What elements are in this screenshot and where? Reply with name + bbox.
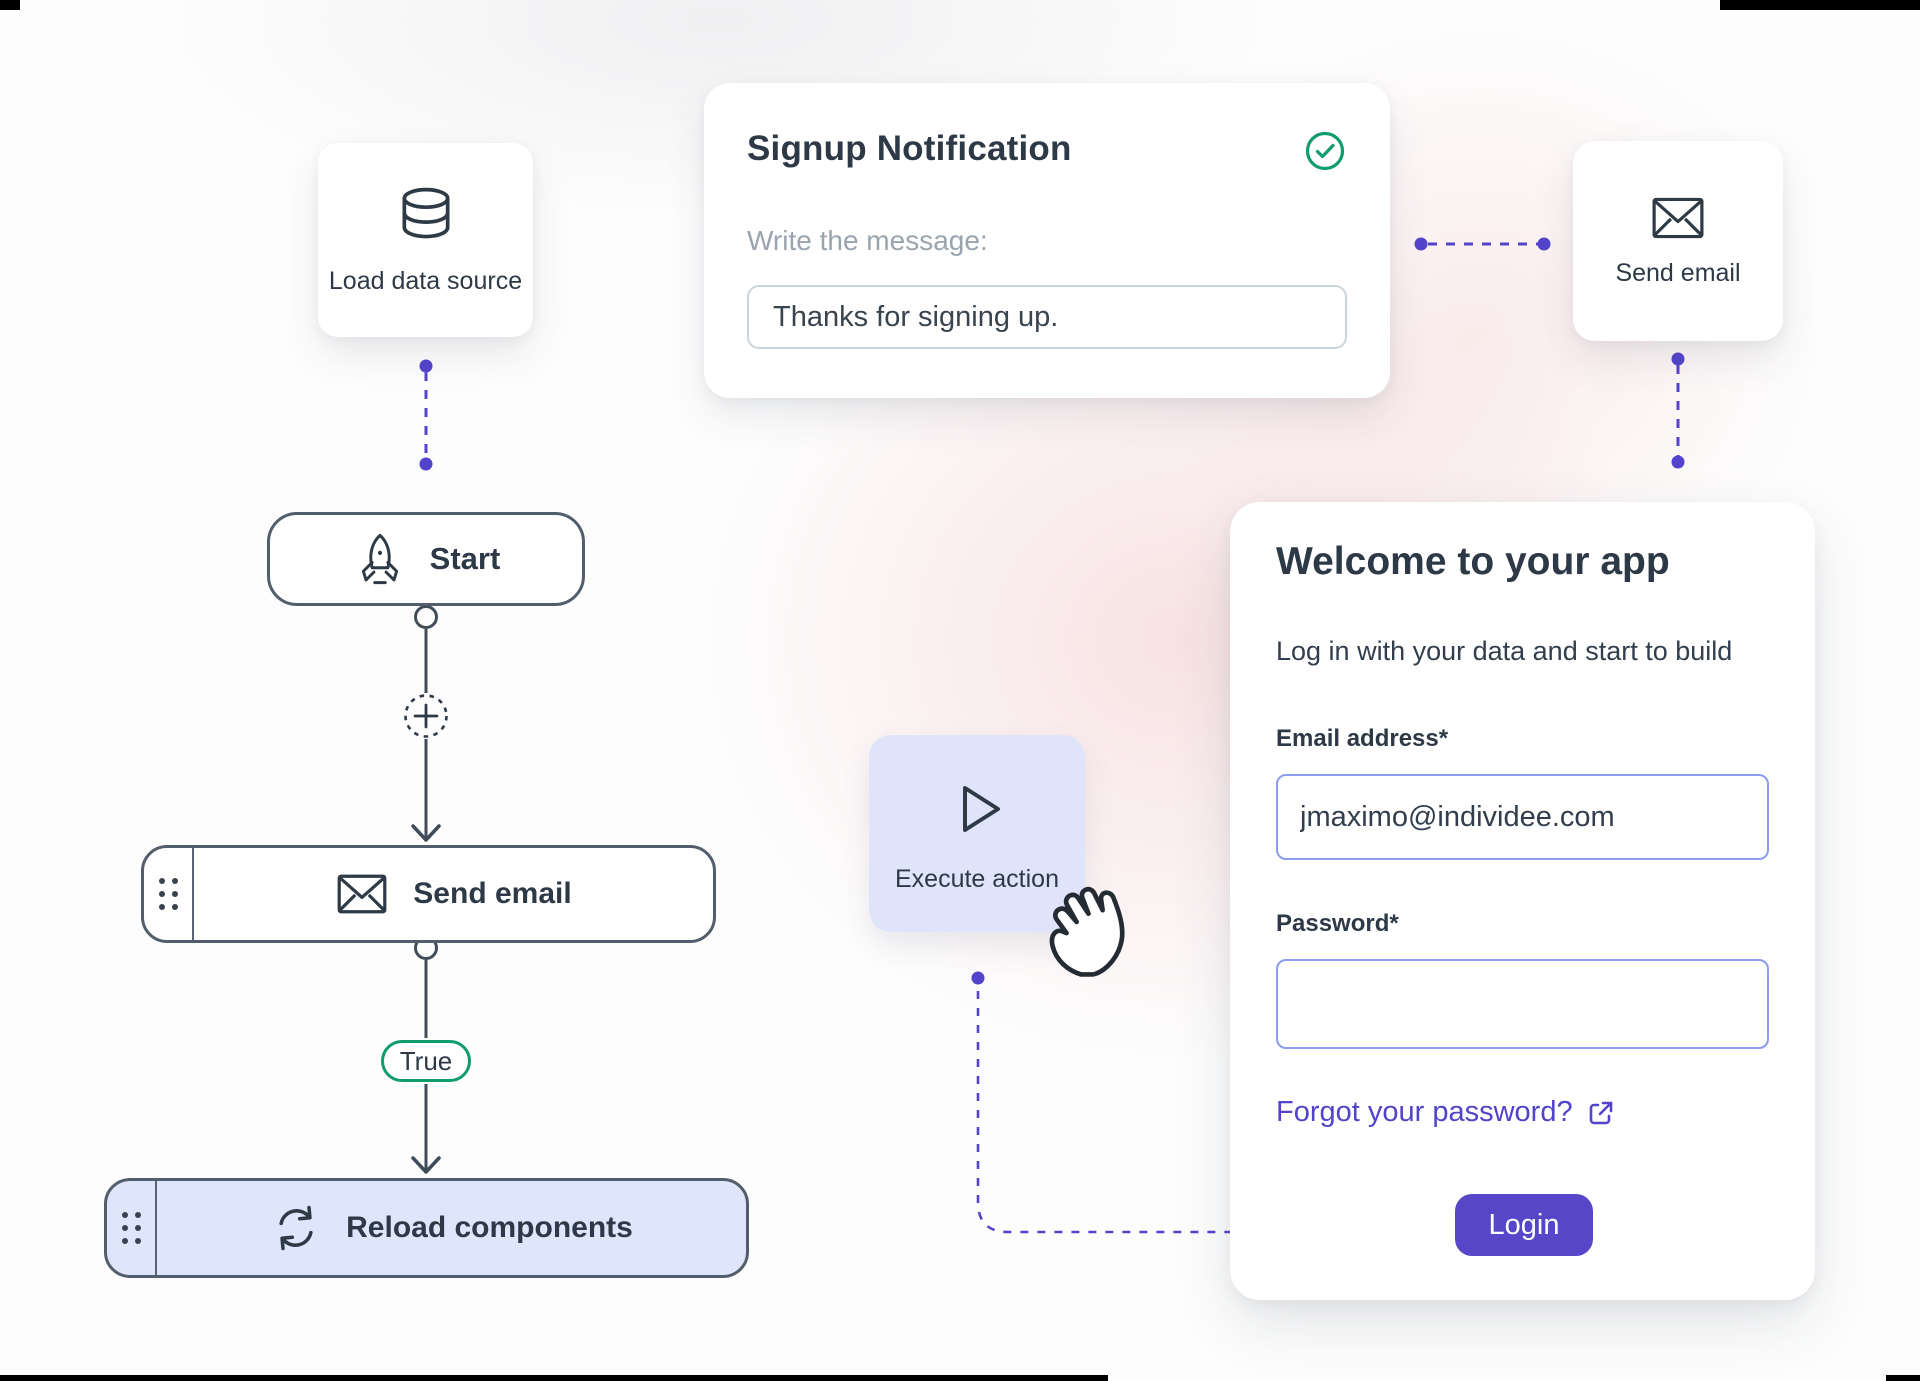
forgot-password-link[interactable]: Forgot your password? [1276,1096,1573,1128]
reload-icon [279,1205,313,1251]
reload-components-label: Reload components [346,1211,633,1244]
drag-handle[interactable] [144,848,194,940]
add-step-button[interactable] [404,694,448,738]
drag-handle-icon [121,1212,141,1244]
password-field[interactable] [1276,959,1769,1049]
envelope-icon [1652,197,1704,238]
login-button[interactable]: Login [1455,1194,1593,1256]
load-data-source-label: Load data source [328,266,523,295]
connector-start-to-send-email [411,605,441,842]
password-label: Password* [1276,910,1399,937]
send-email-node-label: Send email [413,877,572,910]
connector-load-to-start [419,359,433,471]
play-icon [963,786,1000,832]
execute-action-card[interactable]: Execute action [869,735,1085,932]
database-icon [401,187,450,238]
app-subtitle: Log in with your data and start to build [1276,636,1733,666]
message-input[interactable] [747,285,1347,349]
connector-signup-to-send-email-card [1414,237,1551,251]
hand-grab-cursor-icon [1049,886,1125,977]
message-field-label: Write the message: [747,225,988,256]
email-field[interactable] [1276,774,1769,860]
rocket-icon [361,533,398,585]
screen-edge-mark [1886,1375,1920,1381]
signup-card-title: Signup Notification [747,129,1072,168]
plus-icon [413,703,439,729]
send-email-card[interactable]: Send email [1573,141,1783,341]
branch-true-label: True [399,1045,453,1076]
check-circle-icon [1305,131,1345,171]
branch-true-badge: True [381,1040,471,1082]
start-node[interactable]: Start [267,512,585,606]
send-email-card-label: Send email [1615,258,1741,287]
envelope-icon [337,874,387,914]
send-email-node[interactable]: Send email [141,845,716,943]
execute-action-label: Execute action [895,865,1059,893]
external-link-icon [1589,1101,1612,1124]
connector-send-email-card-to-app [1671,352,1685,469]
screen-edge-mark [0,1375,1108,1381]
drag-handle[interactable] [107,1181,157,1275]
screen-edge-mark [0,0,20,10]
email-label: Email address* [1276,725,1449,752]
load-data-source-card[interactable]: Load data source [318,143,533,337]
signup-notification-card: Signup Notification Write the message: [704,83,1390,398]
screen-edge-mark [1720,0,1920,10]
drag-handle-icon [158,878,178,910]
app-login-card: Welcome to your app Log in with your dat… [1230,502,1815,1300]
reload-components-node[interactable]: Reload components [104,1178,749,1278]
start-node-label: Start [429,541,501,576]
app-title: Welcome to your app [1276,540,1670,583]
